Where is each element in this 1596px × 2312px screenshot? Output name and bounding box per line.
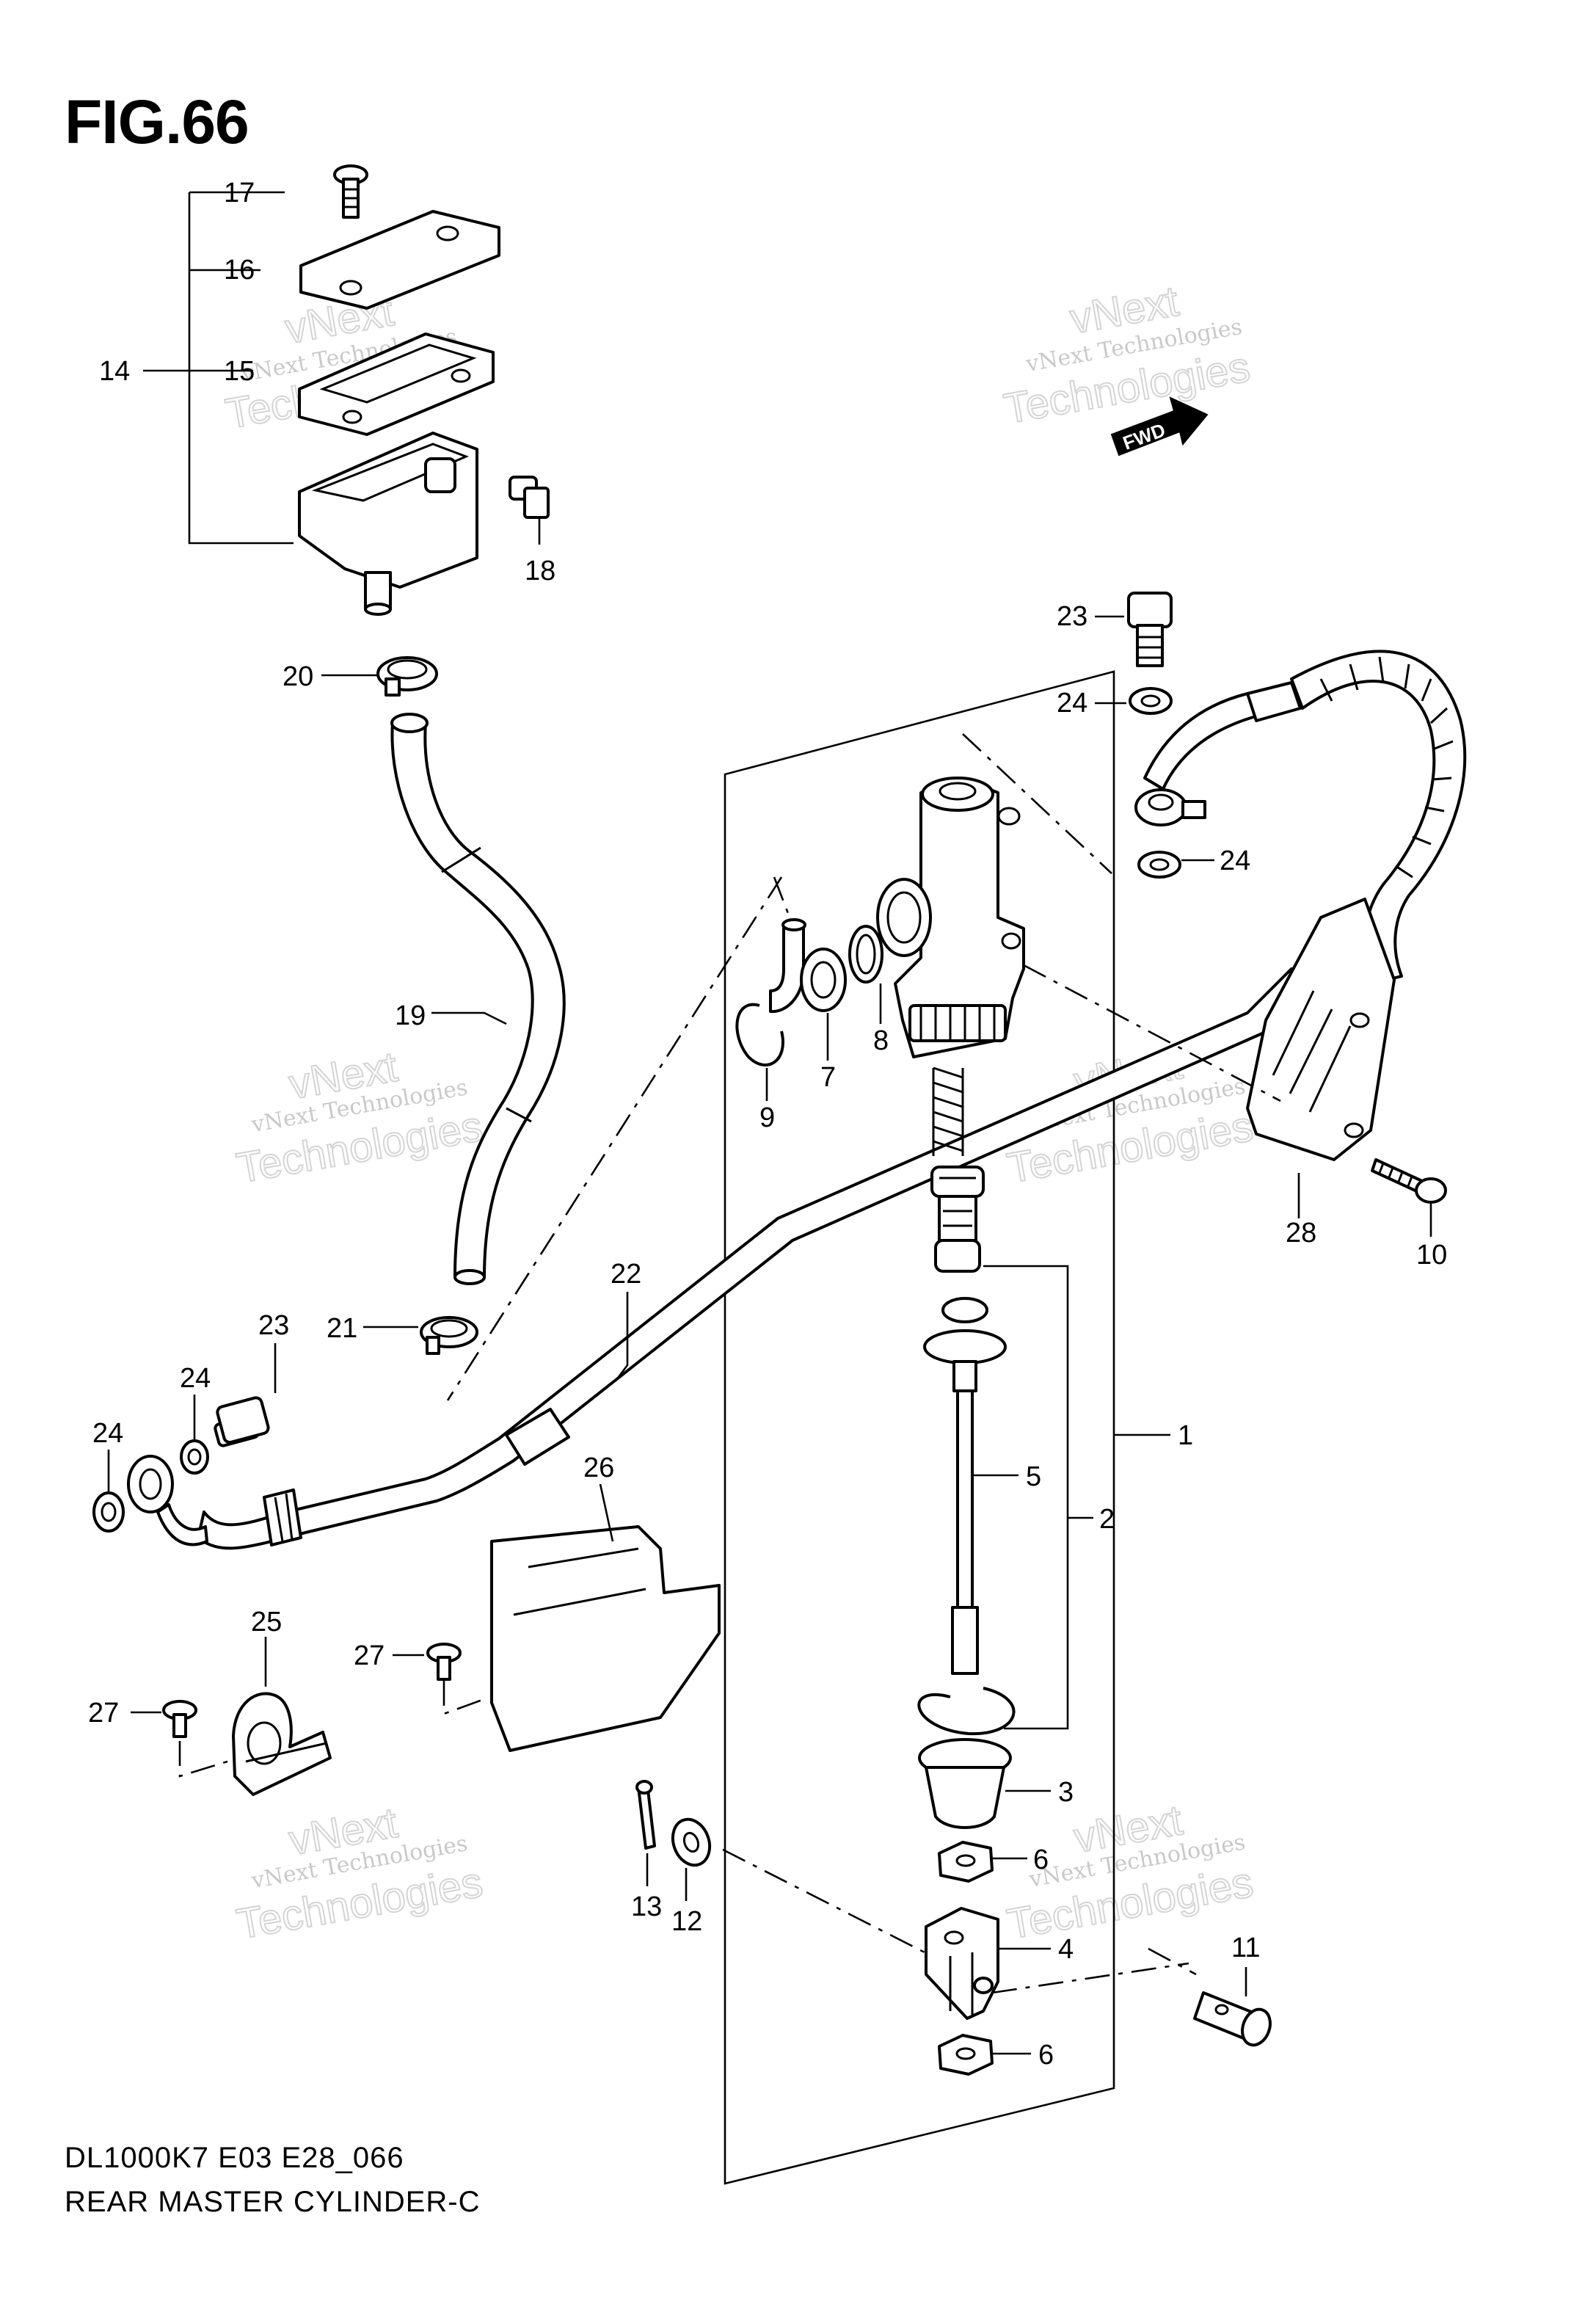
callout-4: 4: [1058, 1934, 1074, 1965]
circlip-9: [735, 1003, 784, 1101]
fwd-label: FWD: [1120, 418, 1168, 454]
reservoir-body: [298, 432, 478, 616]
callout-1: 1: [1178, 1420, 1193, 1451]
centerline-upper: [962, 733, 1112, 874]
piston-assembly: [930, 1166, 985, 1273]
circlip-ring: [917, 1687, 1016, 1736]
callout-5: 5: [1026, 1461, 1041, 1492]
callout-8: 8: [873, 1025, 889, 1056]
callout-24: 24: [1057, 688, 1087, 719]
callout-16: 16: [224, 255, 255, 286]
callout-17: 17: [224, 178, 255, 208]
hose-bracket-28: [1246, 898, 1396, 1218]
washer-12: [671, 1817, 712, 1901]
reservoir-hose-19: [390, 713, 566, 1285]
callout-25: 25: [251, 1607, 282, 1637]
callout-9: 9: [759, 1102, 775, 1133]
group-bracket-14: [143, 191, 294, 545]
hose-clamp-21: [363, 1316, 478, 1355]
screw-10: [1371, 1158, 1447, 1237]
callout-6: 6: [1038, 2040, 1054, 2071]
callout-15: 15: [224, 356, 255, 387]
push-rod-5: [923, 1297, 1019, 1675]
o-ring-8: [848, 925, 883, 1024]
callout-7: 7: [820, 1062, 836, 1093]
hose-clamp-20: [321, 656, 438, 697]
diaphragm-15: [298, 332, 495, 436]
bolt-23-lower: [214, 1343, 277, 1447]
callout-24: 24: [180, 1363, 211, 1394]
callout-26: 26: [583, 1453, 614, 1483]
heat-guard-26: [490, 1483, 721, 1752]
watermark-bottom-left: vNext vNext Technologies Technologies: [233, 1798, 487, 1949]
banjo-fitting-lower: [127, 1455, 208, 1546]
washer-24-lower-a: [180, 1395, 209, 1475]
callout-23: 23: [258, 1310, 289, 1341]
nut-6-lower: [938, 2034, 1031, 2076]
nut-6-upper: [938, 1841, 994, 1883]
centerline-union: [773, 876, 794, 926]
bolt-23-upper: [1095, 592, 1173, 667]
clevis-4: [925, 1907, 1051, 2020]
centerline-bracket: [1023, 964, 1281, 1102]
banjo-fitting-upper: [1134, 788, 1206, 826]
callout-21: 21: [327, 1313, 357, 1344]
callout-12: 12: [671, 1906, 702, 1937]
model-code: DL1000K7 E03 E28_066: [65, 2142, 404, 2174]
callout-24: 24: [92, 1418, 123, 1449]
hose-guide-25: [232, 1637, 332, 1796]
callout-23: 23: [1057, 601, 1087, 632]
callout-19: 19: [395, 1000, 426, 1031]
callout-11: 11: [1231, 1933, 1260, 1963]
spring: [932, 1066, 964, 1156]
master-cylinder-body: [876, 777, 1025, 1058]
callout-14: 14: [99, 356, 130, 387]
brake-hose-upper-coil: [1143, 650, 1467, 985]
watermark-mid-left: vNext vNext Technologies Technologies: [233, 1042, 487, 1193]
watermark-top-right: vNext vNext Technologies Technologies: [999, 277, 1254, 434]
assembly-outline: [724, 670, 1115, 2185]
callout-24: 24: [1220, 846, 1250, 876]
reservoir-cap-16: [299, 210, 500, 310]
callout-2: 2: [1099, 1504, 1115, 1535]
screw-27-left: [131, 1700, 228, 1778]
centerline-hose: [446, 876, 783, 1401]
washer-24-lower-b: [92, 1450, 125, 1533]
screw-27-right: [393, 1643, 485, 1715]
lead-2-bracket: [983, 1265, 1093, 1730]
clevis-pin-11: [1148, 1947, 1272, 2047]
boot-3: [918, 1738, 1051, 1829]
figure-title: FIG.66: [65, 87, 249, 156]
callout-10: 10: [1416, 1240, 1447, 1270]
bolt-18: [509, 476, 550, 545]
callout-6: 6: [1033, 1844, 1049, 1875]
washer-24-upper-b: [1137, 851, 1214, 879]
centerline-pin: [991, 1962, 1189, 1994]
assembly-name: REAR MASTER CYLINDER-C: [65, 2186, 481, 2218]
screw-17: [333, 164, 368, 219]
washer-24-upper-a: [1095, 687, 1173, 715]
hose-union-7: [769, 918, 847, 1061]
callout-3: 3: [1058, 1777, 1074, 1808]
callout-18: 18: [525, 556, 555, 586]
callout-13: 13: [631, 1891, 662, 1922]
cotter-pin-13: [635, 1780, 656, 1886]
callout-28: 28: [1286, 1218, 1316, 1248]
watermark-bottom-right: vNext vNext Technologies Technologies: [1003, 1795, 1258, 1949]
centerline-clevis: [722, 1848, 925, 1954]
callout-22: 22: [611, 1259, 641, 1290]
callout-27: 27: [354, 1640, 385, 1671]
callout-20: 20: [283, 661, 313, 692]
callout-27: 27: [88, 1698, 119, 1728]
